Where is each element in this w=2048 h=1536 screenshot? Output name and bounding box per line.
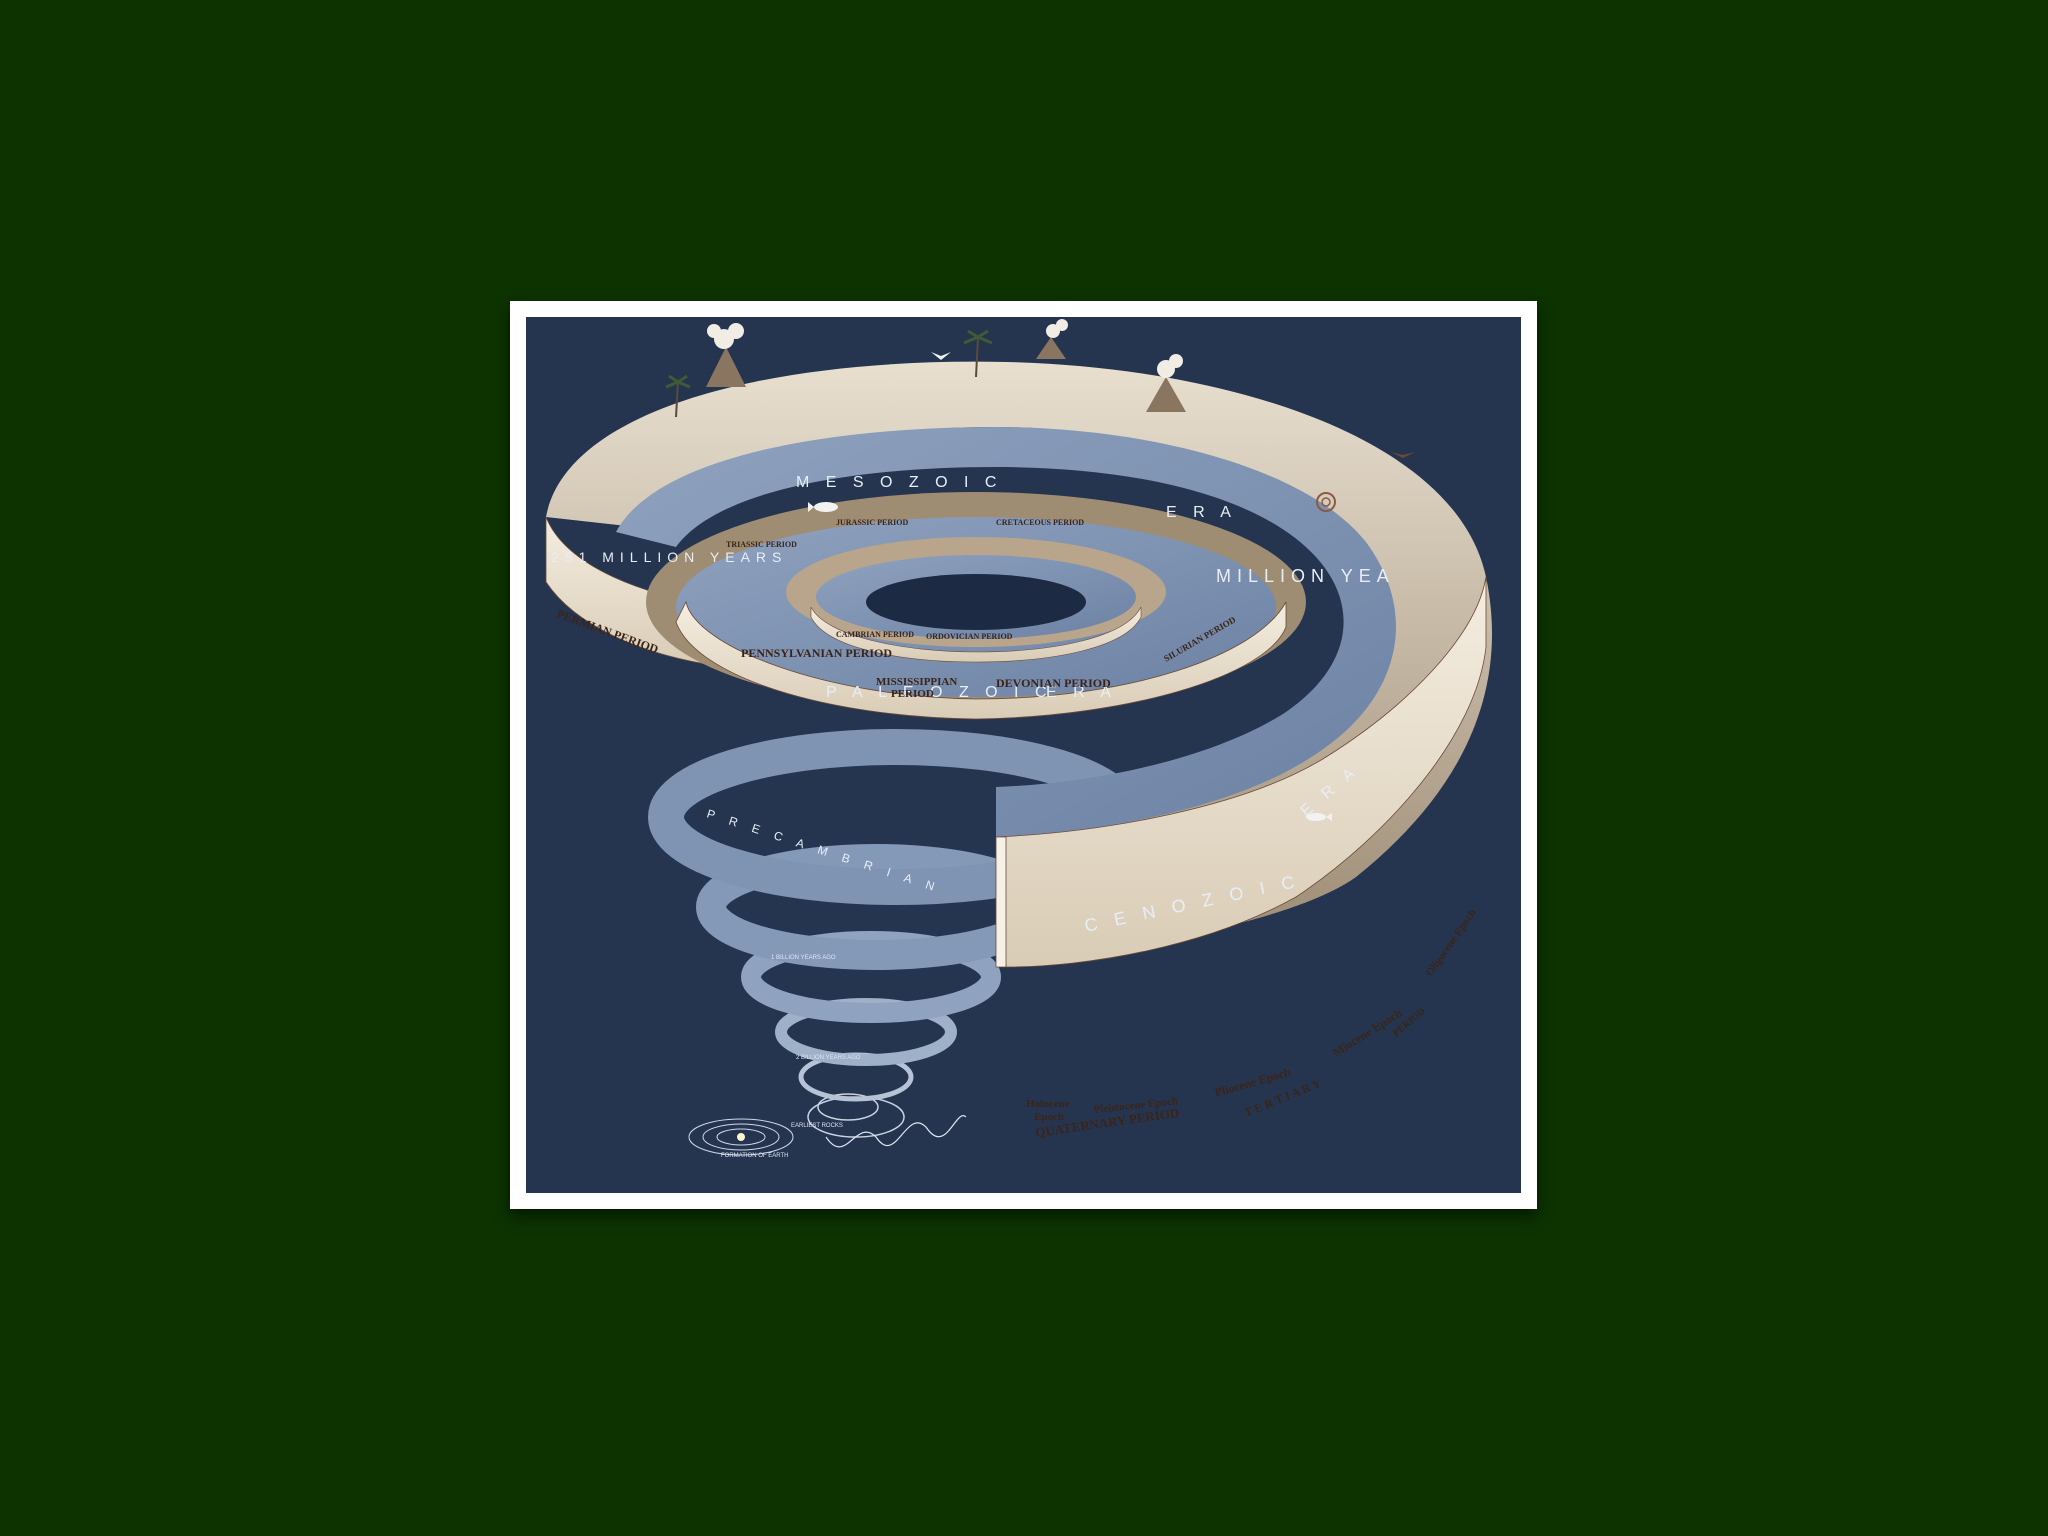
era-paleozoic-era-label: E R A [1046,684,1117,701]
period-mississippian-label-2: PERIOD [891,688,934,700]
pterosaur-icon [1391,452,1415,458]
fish-icon [1306,813,1332,821]
coil-small-2 [817,1093,879,1121]
period-mississippian-label-1: MISSISSIPPIAN [876,676,957,688]
period-pennsylvanian-label: PENNSYLVANIAN PERIOD [741,646,892,660]
note-earliest: EARLIEST ROCKS [791,1123,843,1129]
period-devonian-label: DEVONIAN PERIOD [996,676,1111,690]
geologic-time-spiral-poster: M E S O Z O I C E R A P A L E O Z O I C … [526,317,1521,1193]
volcano-icon [1036,319,1068,359]
era-mesozoic-era-label: E R A [1166,504,1237,521]
epoch-holocene-label-1: Holocene [1026,1098,1069,1110]
era-paleozoic-label: P A L E O Z O I C [826,684,1053,701]
note-two-billion: 2 BILLION YEARS AGO [796,1055,861,1061]
solar-system-icon [688,1118,794,1156]
innermost-wall [810,606,1142,663]
poster-frame: M E S O Z O I C E R A P A L E O Z O I C … [510,301,1537,1209]
origin-loops [825,1115,967,1148]
spiral-illustration: M E S O Z O I C E R A P A L E O Z O I C … [545,319,1493,1159]
palm-tree-icon [963,329,993,378]
note-one-billion: 1 BILLION YEARS AGO [771,955,836,961]
age-left-label: 251 MILLION YEARS [551,549,787,565]
inner-wall [675,600,1287,720]
volcano-icon [706,323,746,387]
ammonite-icon [1316,492,1336,512]
coil-small-1 [807,1096,905,1138]
period-cretaceous-label: CRETACEOUS PERIOD [996,518,1084,527]
wall-cenozoic [995,576,1487,968]
age-right-label: MILLION YEA [1216,566,1395,586]
epoch-holocene-label-2: Epoch [1034,1111,1064,1123]
pterosaur-icon [931,352,951,360]
decorations [665,319,1415,821]
period-triassic-label: TRIASSIC PERIOD [726,540,797,549]
fish-icon [808,502,838,512]
spiral-center [866,574,1086,630]
note-formation: FORMATION OF EARTH [721,1153,788,1159]
period-ordovician-label: ORDOVICIAN PERIOD [926,632,1013,641]
period-jurassic-label: JURASSIC PERIOD [836,518,908,527]
volcano-icon [1146,354,1186,412]
period-cambrian-label: CAMBRIAN PERIOD [836,630,914,639]
palm-tree-icon [665,374,691,418]
epoch-oligocene-label: Oligocene Epoch [1424,907,1479,979]
era-mesozoic-label: M E S O Z O I C [796,474,1002,491]
cut-face [995,836,1007,968]
inner-ring [646,492,1306,720]
